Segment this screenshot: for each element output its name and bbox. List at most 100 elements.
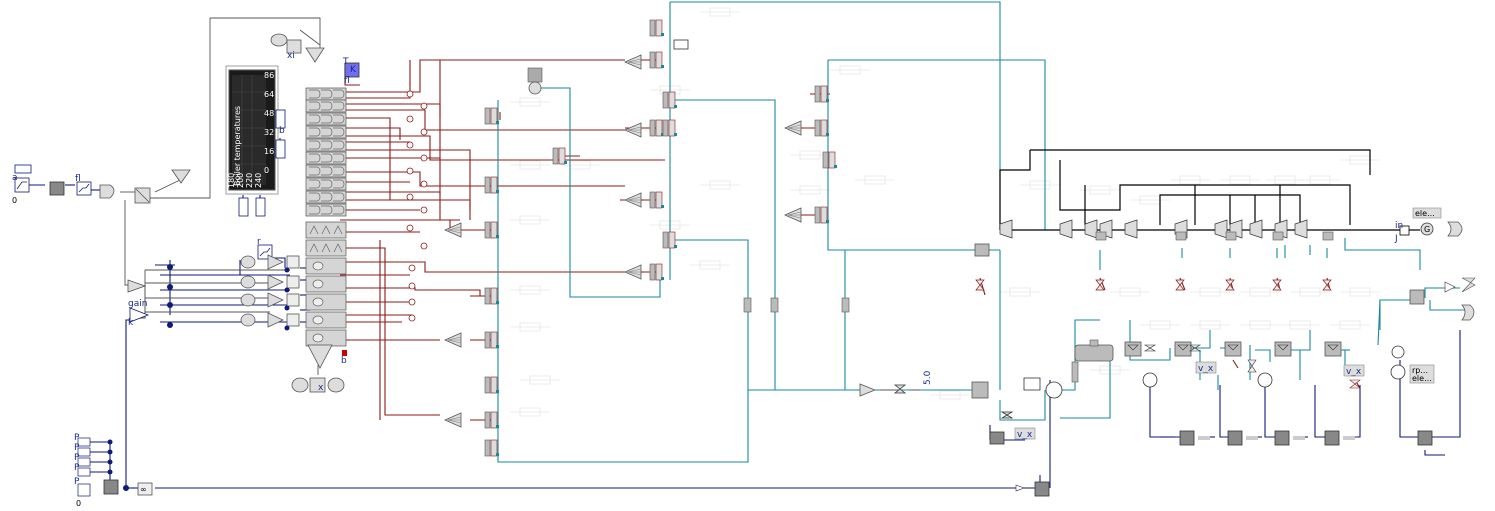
boiler-section[interactable] — [305, 311, 347, 329]
rp-box[interactable] — [1409, 364, 1435, 384]
extraction-port-icon[interactable] — [490, 331, 498, 349]
ash-source-icon[interactable] — [327, 377, 345, 393]
feed-mixer-icon[interactable] — [286, 39, 302, 54]
cond-pump-icon[interactable] — [1045, 381, 1063, 399]
cond-valve2-icon[interactable] — [1000, 411, 1014, 419]
burner-infinity-block[interactable] — [286, 275, 300, 289]
pressure-source-block[interactable] — [77, 457, 91, 467]
burner-collector-icon[interactable] — [267, 292, 284, 308]
extraction-port-icon[interactable] — [490, 107, 498, 125]
extraction-valve-icon[interactable] — [649, 19, 656, 37]
vx-box-1[interactable] — [1014, 427, 1036, 440]
boiler-section[interactable] — [305, 99, 347, 113]
turbine-stage-icon[interactable] — [1059, 219, 1073, 239]
boundary-source-icon[interactable] — [99, 184, 115, 199]
feed-pump-icon[interactable] — [1257, 372, 1273, 388]
extraction-valve-icon[interactable] — [484, 107, 491, 125]
extraction-port-icon[interactable] — [490, 176, 498, 194]
extraction-valve-icon[interactable] — [649, 51, 656, 69]
extraction-port-icon[interactable] — [558, 147, 566, 165]
boiler-section[interactable] — [305, 151, 347, 165]
extraction-valve-icon[interactable] — [1272, 279, 1282, 291]
turbine-splitter-icon[interactable] — [1225, 231, 1237, 241]
turbine-stage-icon[interactable] — [999, 219, 1013, 239]
extraction-valve-icon[interactable] — [484, 439, 491, 457]
right-heater-icon[interactable] — [1409, 289, 1425, 305]
water-valve-icon[interactable] — [1349, 379, 1361, 389]
pipe-segment-2[interactable] — [770, 297, 779, 313]
extraction-valve-icon[interactable] — [975, 279, 985, 291]
boiler-hopper-icon[interactable] — [307, 344, 333, 369]
extraction-valve-icon[interactable] — [662, 91, 669, 109]
burner-infinity-block[interactable] — [286, 313, 300, 327]
extraction-port-icon[interactable] — [828, 151, 836, 169]
extraction-valve-icon[interactable] — [814, 119, 821, 137]
boiler-section[interactable] — [305, 293, 347, 311]
feed-splitter-icon[interactable] — [305, 47, 325, 63]
grid-sink-icon[interactable] — [1447, 221, 1463, 237]
turbine-stage-icon[interactable] — [1124, 219, 1138, 239]
boiler-section[interactable] — [305, 177, 347, 191]
fuel-source-icon[interactable] — [240, 313, 256, 327]
extraction-valve-icon[interactable] — [484, 411, 491, 429]
extraction-port-icon[interactable] — [820, 85, 828, 103]
fuel-source-icon[interactable] — [240, 293, 256, 307]
ash-mixer-icon[interactable] — [309, 377, 326, 393]
extraction-port-icon[interactable] — [820, 206, 828, 224]
right-ctrl-block[interactable] — [1417, 430, 1433, 446]
turbine-splitter-icon[interactable] — [1175, 231, 1187, 241]
right-pump-icon[interactable] — [1391, 345, 1405, 359]
boiler-section[interactable] — [305, 221, 347, 239]
splitter-icon[interactable] — [171, 169, 191, 184]
controller-block[interactable] — [1324, 430, 1340, 446]
extraction-valve-icon[interactable] — [552, 147, 559, 165]
feedwater-heater-icon[interactable] — [1174, 341, 1192, 357]
extraction-port-icon[interactable] — [820, 119, 828, 137]
extraction-valve-icon[interactable] — [484, 376, 491, 394]
steam-table-block[interactable] — [673, 39, 689, 50]
generator-inertia-block[interactable] — [1399, 225, 1410, 236]
pressure-source-block[interactable] — [77, 467, 91, 477]
cond-final-block[interactable] — [1034, 481, 1050, 497]
source-a-block[interactable] — [14, 164, 32, 174]
extraction-port-icon[interactable] — [655, 19, 663, 37]
extraction-port-icon[interactable] — [490, 376, 498, 394]
extraction-valve-icon[interactable] — [1322, 279, 1332, 291]
boiler-section[interactable] — [305, 125, 347, 139]
extraction-valve-icon[interactable] — [662, 231, 669, 249]
fuel-source-icon[interactable] — [240, 255, 256, 269]
extraction-port-icon[interactable] — [668, 231, 676, 249]
extraction-valve-icon[interactable] — [484, 221, 491, 239]
gain-block[interactable] — [129, 307, 150, 323]
extraction-port-icon[interactable] — [668, 119, 676, 137]
extraction-valve-icon[interactable] — [814, 85, 821, 103]
vx-box-2[interactable] — [1195, 361, 1217, 374]
extraction-port-icon[interactable] — [655, 119, 663, 137]
turbine-stage-icon[interactable] — [1294, 219, 1308, 239]
deaerator-tank-icon[interactable] — [1074, 344, 1114, 362]
turbine-stage-icon[interactable] — [1214, 219, 1228, 239]
turbine-splitter-icon[interactable] — [1095, 231, 1107, 241]
extraction-valve-icon[interactable] — [1095, 279, 1105, 291]
turbine-stage-icon[interactable] — [1084, 219, 1098, 239]
generator-ele-box[interactable] — [1412, 207, 1442, 219]
collector-icon[interactable] — [127, 279, 147, 293]
extraction-valve-icon[interactable] — [649, 119, 656, 137]
burner-collector-icon[interactable] — [267, 312, 284, 328]
signal-block-4[interactable] — [255, 197, 266, 217]
boiler-section[interactable] — [305, 203, 347, 217]
right-sink-icon[interactable] — [1461, 304, 1475, 321]
feedwater-heater-icon[interactable] — [1274, 341, 1292, 357]
signal-block-1[interactable] — [275, 109, 286, 129]
extraction-port-icon[interactable] — [490, 287, 498, 305]
extraction-port-icon[interactable] — [655, 51, 663, 69]
cond-collector-icon[interactable] — [859, 383, 877, 397]
condenser-icon[interactable] — [971, 381, 989, 399]
extraction-port-icon[interactable] — [490, 221, 498, 239]
signal-block-2[interactable] — [275, 139, 286, 159]
feedwater-heater-icon[interactable] — [1324, 341, 1342, 357]
extraction-valve-icon[interactable] — [484, 287, 491, 305]
extraction-port-icon[interactable] — [655, 263, 663, 281]
generator-icon[interactable] — [1420, 222, 1434, 236]
p-infinity-block[interactable] — [137, 482, 153, 496]
